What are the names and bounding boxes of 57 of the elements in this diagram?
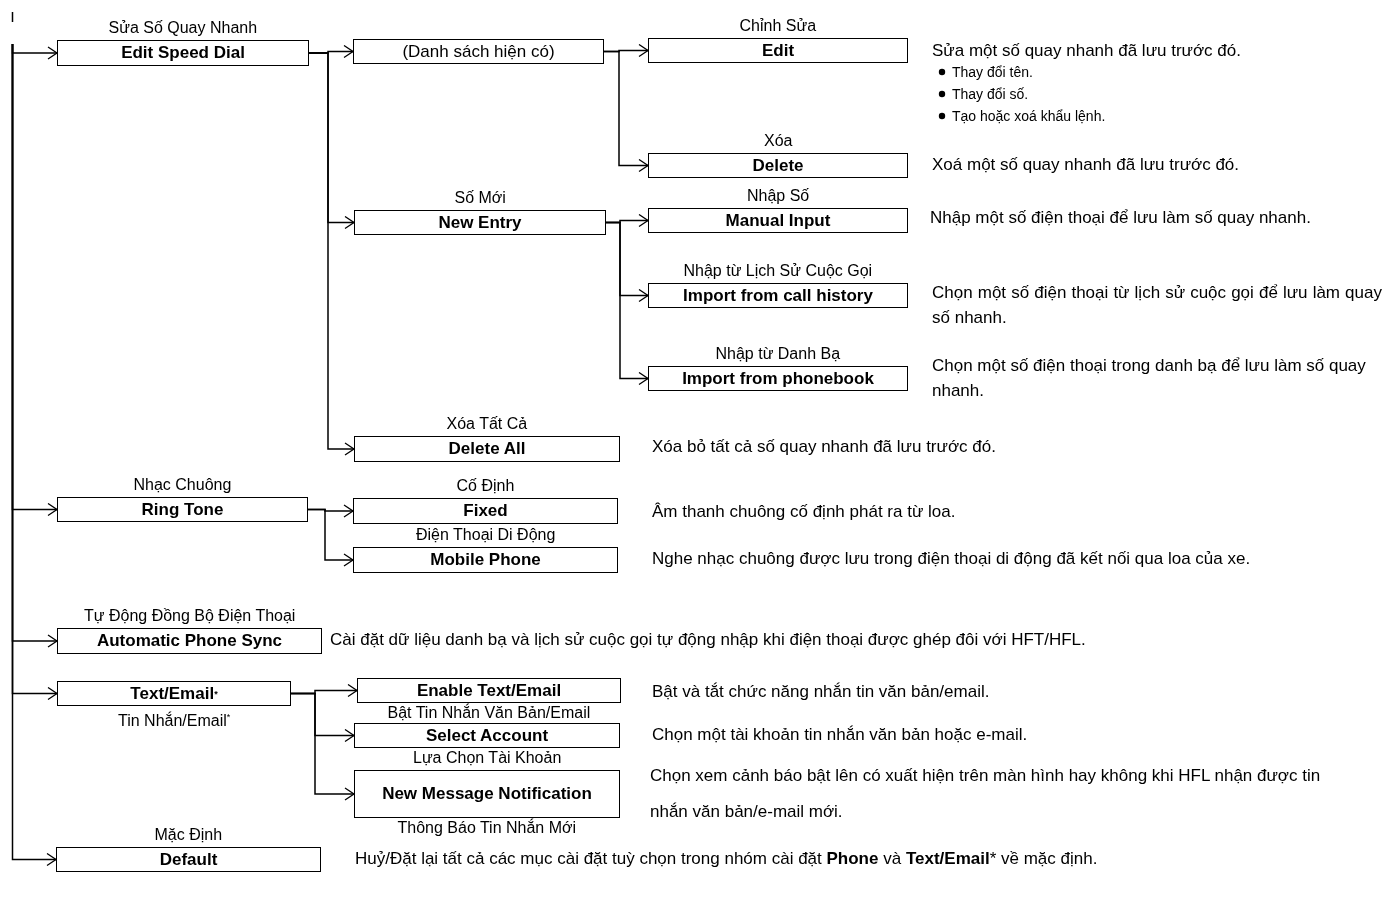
description-text: Âm thanh chuông cố định phát ra từ loa.: [652, 501, 957, 523]
menu-heading: Tin Nhắn/Email$^{*}$: [118, 712, 231, 730]
arrow: [308, 52, 355, 456]
menu-heading: Thông Báo Tin Nhắn Mới: [397, 819, 577, 837]
description-text: Chọn một số điện thoại từ lịch sử cuộc gọi để lưu làm quay số nhanh.: [932, 282, 1382, 329]
menu-box: Default: [56, 847, 321, 872]
arrow: [603, 50, 649, 173]
description-text: Cài đặt dữ liệu danh bạ và lịch sử cuộc gọi tự động nhập khi điện thoại được ghép đôi với HFT/HFL.: [330, 629, 1087, 651]
bullet-item: Thay đổi tên.: [952, 63, 1033, 82]
menu-box: Delete: [648, 153, 908, 178]
menu-box: New Entry: [354, 210, 606, 235]
bullet-item: Tạo hoặc xoá khẩu lệnh.: [952, 107, 1106, 126]
description-text: Sửa một số quay nhanh đã lưu trước đó.: [932, 40, 1242, 62]
description-text: Chọn một tài khoản tin nhắn văn bản hoặc e-mail.: [652, 724, 1029, 746]
menu-box: Ring Tone: [57, 497, 308, 522]
menu-heading: Xóa: [764, 132, 793, 150]
menu-heading: Số Mới: [454, 189, 506, 207]
arrow: [307, 508, 354, 567]
description-text: Xoá một số quay nhanh đã lưu trước đó.: [932, 154, 1241, 176]
description-text: Huỷ/Đặt lại tất cả các mục cài đặt tuỳ chọn trong nhóm cài đặt Phone và Text/Email* về mặc định.: [355, 848, 1099, 870]
menu-box: Mobile Phone: [353, 547, 618, 573]
arrow: [11, 43, 57, 867]
description-text: Nghe nhạc chuông được lưu trong điện thoại di động đã kết nối qua loa của xe.: [652, 548, 1252, 570]
menu-heading: Chỉnh Sửa: [739, 17, 817, 35]
menu-box: Enable Text/Email: [357, 678, 621, 703]
arrow: [605, 221, 649, 386]
menu-box: Import from phonebook: [648, 366, 908, 391]
description-text: Xóa bỏ tất cả số quay nhanh đã lưu trước đó.: [652, 436, 997, 458]
menu-box: Manual Input: [648, 208, 908, 233]
menu-heading: Điện Thoại Di Động: [416, 526, 556, 544]
menu-heading: Cố Định: [456, 477, 515, 495]
menu-box: Delete All: [354, 436, 620, 462]
menu-heading: Sửa Số Quay Nhanh: [108, 19, 258, 37]
description-text: Nhập một số điện thoại để lưu làm số quay nhanh.: [930, 207, 1312, 229]
menu-box: Automatic Phone Sync: [57, 628, 322, 654]
menu-heading: Nhập từ Danh Bạ: [715, 345, 841, 363]
menu-heading: Xóa Tất Cả: [446, 415, 528, 433]
arrow: [290, 692, 355, 801]
menu-heading: Nhập Số: [747, 187, 810, 205]
menu-box: New Message Notification: [354, 770, 620, 818]
menu-heading: Tự Động Đồng Bộ Điện Thoại: [84, 607, 296, 625]
menu-heading: Nhập từ Lịch Sử Cuộc Gọi: [683, 262, 873, 280]
menu-box: Import from call history: [648, 283, 908, 308]
menu-box: (Danh sách hiện có): [353, 39, 604, 64]
description-text: Bật và tắt chức năng nhắn tin văn bản/email.: [652, 681, 991, 703]
description-text: Chọn một số điện thoại trong danh bạ để lưu làm số quay nhanh.: [932, 355, 1367, 402]
menu-box: Text/Email$^{*}$: [57, 681, 291, 706]
menu-box: Select Account: [354, 723, 620, 748]
description-text: Chọn xem cảnh báo bật lên có xuất hiện trên màn hình hay không khi HFL nhận được tin nhắn văn bản/e-mail mới.: [650, 765, 1322, 823]
menu-heading: Bật Tin Nhắn Văn Bản/Email: [387, 704, 591, 722]
menu-heading: Lựa Chọn Tài Khoản: [413, 749, 562, 767]
bullet-item: Thay đổi số.: [952, 85, 1029, 104]
menu-box: Fixed: [353, 498, 618, 524]
menu-box: Edit: [648, 38, 908, 63]
menu-box: Edit Speed Dial: [57, 40, 309, 66]
menu-heading: Nhạc Chuông: [133, 476, 232, 494]
menu-heading: Mặc Định: [154, 826, 223, 844]
